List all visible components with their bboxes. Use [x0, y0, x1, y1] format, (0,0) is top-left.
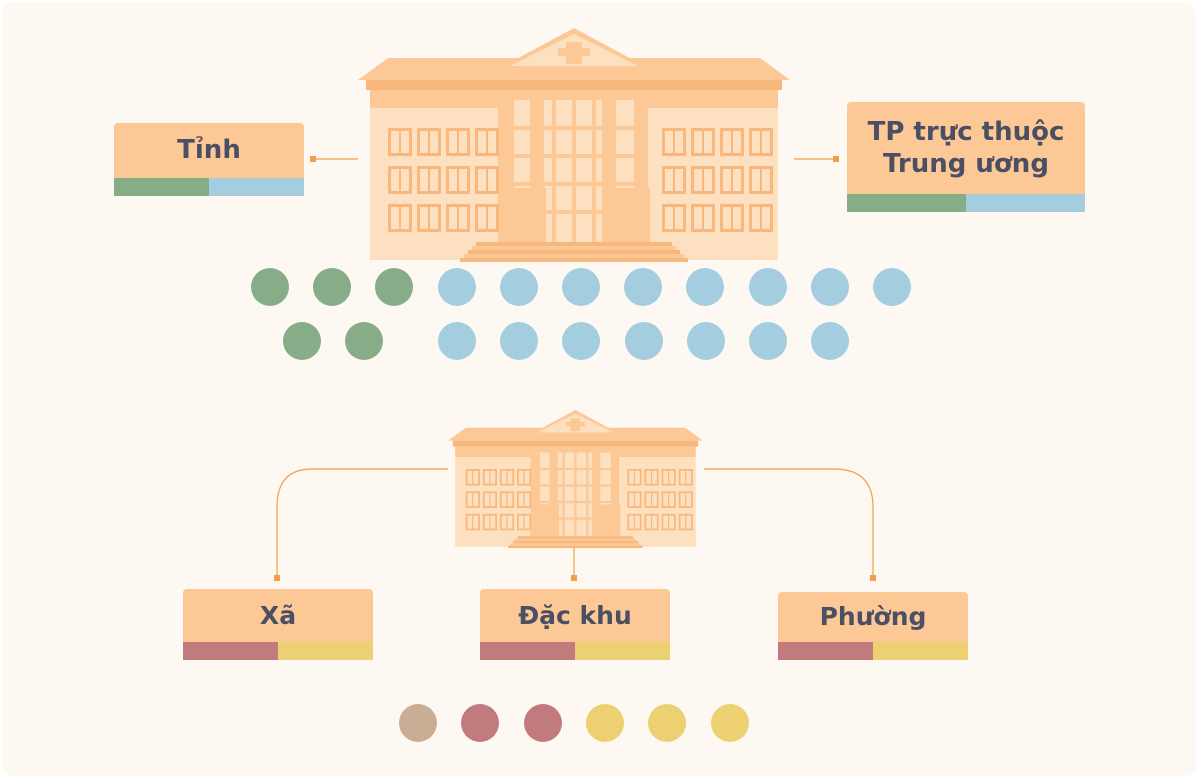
province-box: Tỉnh: [114, 123, 304, 196]
unit-dot-yellow: [585, 704, 624, 742]
unit-dot-blue: [686, 268, 725, 306]
unit-dot-blue: [811, 322, 850, 360]
unit-dot-blue: [500, 322, 539, 360]
commune-building-illustration: [448, 410, 703, 549]
ward-box: Phường: [778, 592, 968, 660]
unit-dot-green: [283, 322, 321, 360]
special-zone-label: Đặc khu: [518, 600, 632, 630]
unit-dot-blue: [438, 322, 476, 360]
unit-dot-blue: [873, 268, 911, 306]
commune-color-bar: [183, 642, 373, 660]
unit-dot-yellow: [648, 704, 687, 742]
unit-dot-blue: [499, 268, 538, 306]
unit-dot-blue: [686, 322, 725, 360]
unit-dot-blue: [748, 268, 787, 306]
unit-dot-rose: [461, 704, 500, 742]
unit-dot-blue: [562, 322, 601, 360]
ward-label: Phường: [819, 602, 927, 632]
central-city-color-bar: [847, 194, 1085, 212]
commune-box: Xã: [183, 589, 373, 660]
unit-dot-yellow: [710, 704, 749, 742]
unit-dot-green: [375, 268, 414, 306]
unit-dot-blue: [749, 322, 787, 360]
unit-dot-blue: [624, 268, 663, 306]
special-zone-box: Đặc khu: [480, 589, 670, 660]
unit-dot-blue: [810, 268, 849, 306]
unit-dot-blue: [562, 268, 600, 306]
unit-dot-blue: [437, 268, 476, 306]
unit-dot-green: [313, 268, 352, 306]
province-label: Tỉnh: [177, 135, 241, 166]
unit-dot-rose: [523, 704, 562, 742]
province-color-bar: [114, 178, 304, 196]
upper-connector-ends: [310, 156, 839, 162]
unit-dot-tan: [399, 704, 437, 742]
commune-label: Xã: [259, 600, 297, 630]
provincial-building-illustration: [358, 28, 790, 262]
special-zone-color-bar: [480, 642, 670, 660]
unit-dot-blue: [624, 322, 663, 360]
lower-connector-ends: [274, 575, 876, 581]
unit-dot-green: [345, 322, 383, 360]
unit-dot-green: [251, 268, 289, 306]
ward-color-bar: [778, 642, 968, 660]
